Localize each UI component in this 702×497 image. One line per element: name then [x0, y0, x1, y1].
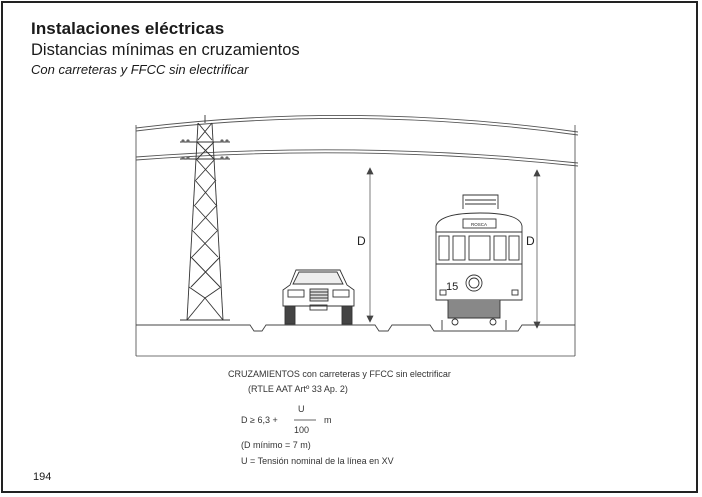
dimension-label-left: D	[357, 234, 366, 248]
tram-destination-sign: ROSCA	[471, 222, 487, 227]
section-subtitle: Con carreteras y FFCC sin electrificar	[31, 62, 249, 77]
transmission-tower	[180, 115, 230, 321]
tram-icon	[435, 194, 523, 330]
page-subtitle: Distancias mínimas en cruzamientos	[31, 41, 300, 59]
formula-denominator: 100	[294, 425, 310, 435]
formula-unit: m	[324, 415, 332, 425]
formula-numerator: U	[298, 404, 305, 414]
insulator-icons	[181, 139, 229, 160]
caption-minimum: (D mínimo = 7 m)	[241, 440, 311, 450]
formula-lhs: D ≥ 6,3 +	[241, 415, 278, 425]
dimension-label-right: D	[526, 234, 535, 248]
page-title: Instalaciones eléctricas	[31, 19, 225, 38]
caption-tension-definition: U = Tensión nominal de la línea en XV	[241, 456, 394, 466]
tram-number: 15	[446, 281, 458, 293]
caption-reference: (RTLE AAT Artº 33 Ap. 2)	[248, 384, 348, 394]
dimension-line-left	[366, 167, 374, 323]
dimension-line-right	[533, 169, 541, 329]
diagram-frame	[135, 125, 576, 357]
overhead-conductors	[135, 114, 579, 167]
car-icon	[282, 269, 355, 325]
ground-profile	[136, 324, 575, 332]
page-number: 194	[33, 471, 52, 483]
caption-title: CRUZAMIENTOS con carreteras y FFCC sin e…	[228, 369, 451, 379]
